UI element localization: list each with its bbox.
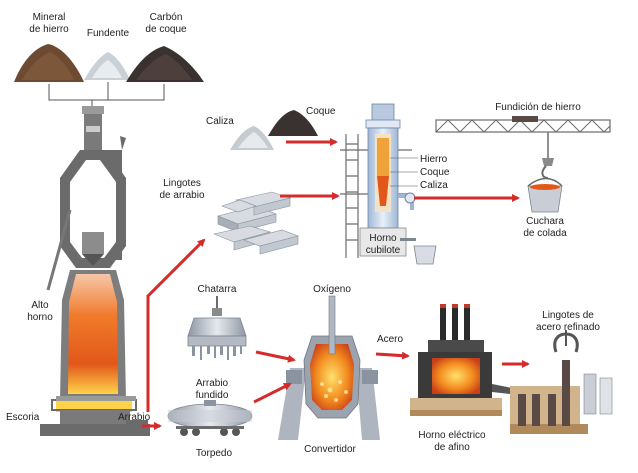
label-lingotes-acero-line2: acero refinado xyxy=(536,322,600,333)
flow-arrows xyxy=(142,138,530,430)
scrap-magnet-icon xyxy=(187,296,247,360)
label-fundente: Fundente xyxy=(87,28,130,39)
label-arrabio: Arrabio xyxy=(118,412,151,423)
label-carbon-line1: Carbón xyxy=(150,12,183,23)
label-horno-electrico-line2: de afino xyxy=(434,442,470,453)
limestone-pile-icon xyxy=(230,126,274,150)
label-lingotes-arrabio-line1: Lingotes xyxy=(163,178,201,189)
pig-iron-ingots-icon xyxy=(212,191,299,255)
label-coque-top: Coque xyxy=(306,106,336,117)
label-alto-horno-line2: horno xyxy=(27,312,53,323)
steel-ingot-mold-icon xyxy=(510,330,588,434)
label-alto-horno-line1: Alto xyxy=(31,300,49,311)
label-carbon-line2: de coque xyxy=(145,24,187,35)
torpedo-car-icon xyxy=(167,400,253,436)
label-caliza-cupola: Caliza xyxy=(420,180,448,191)
electric-furnace-icon xyxy=(410,304,512,416)
arrow-torpedo-to-converter xyxy=(253,382,292,404)
label-torpedo: Torpedo xyxy=(196,448,233,459)
refined-steel-ingots-icon xyxy=(583,373,613,415)
label-arrabio-fundido-line1: Arrabio xyxy=(196,378,229,389)
label-oxigeno: Oxígeno xyxy=(313,284,351,295)
iron-ore-pile-icon xyxy=(14,44,84,82)
furnace-tap-block xyxy=(126,420,148,434)
arrow-scrap-to-converter xyxy=(255,350,296,363)
label-cuchara-line1: Cuchara xyxy=(526,216,564,227)
arrow-converter-to-electric xyxy=(375,351,410,360)
label-caliza-top: Caliza xyxy=(206,116,234,127)
feed-bracket xyxy=(48,82,165,128)
label-hierro: Hierro xyxy=(420,154,448,165)
label-acero: Acero xyxy=(377,334,404,345)
label-mineral-line2: de hierro xyxy=(29,24,69,35)
label-mineral-line1: Mineral xyxy=(33,12,66,23)
label-convertidor: Convertidor xyxy=(304,444,356,455)
label-horno-cubilote-line1: Horno xyxy=(369,233,397,244)
casting-ladle-icon xyxy=(527,177,563,213)
flux-pile-icon xyxy=(84,52,130,80)
label-horno-cubilote-line2: cubilote xyxy=(366,245,401,256)
label-horno-electrico-line1: Horno eléctrico xyxy=(418,430,486,441)
arrow-arrabio-to-ingots xyxy=(146,238,206,412)
label-lingotes-acero-line1: Lingotes de xyxy=(542,310,594,321)
label-fundicion: Fundición de hierro xyxy=(495,102,581,113)
label-arrabio-fundido-line2: fundido xyxy=(196,390,229,401)
gantry-crane xyxy=(435,116,611,179)
label-cuchara-line2: de colada xyxy=(523,228,567,239)
coke-small-pile-icon xyxy=(268,110,318,136)
label-coque-cupola: Coque xyxy=(420,167,450,178)
label-escoria: Escoria xyxy=(6,412,40,423)
cupola-leader-lines xyxy=(390,157,418,187)
converter-icon xyxy=(278,295,380,440)
cupola-furnace xyxy=(340,103,437,265)
blast-furnace xyxy=(40,106,150,436)
coke-coal-pile-icon xyxy=(126,46,204,82)
label-lingotes-arrabio-line2: de arrabio xyxy=(159,190,204,201)
label-chatarra: Chatarra xyxy=(198,284,237,295)
